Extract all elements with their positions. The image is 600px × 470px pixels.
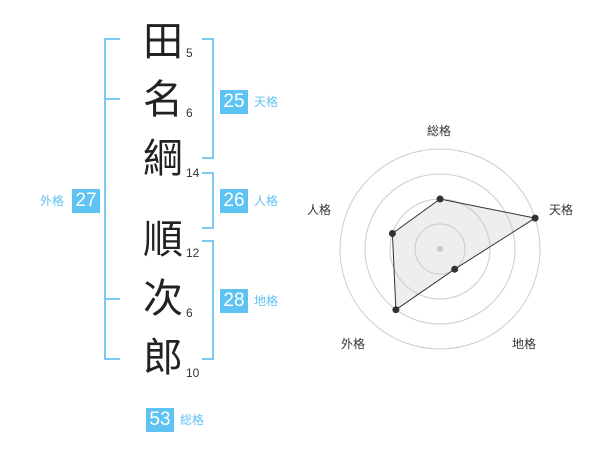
radar-label-soukaku: 総格 [427, 124, 452, 138]
stroke-count-4: 12 [186, 246, 200, 260]
radar-center-dot [437, 246, 443, 252]
radar-area [391, 198, 537, 311]
chikaku-label: 地格 [254, 294, 279, 308]
gaikaku-label: 外格 [40, 194, 65, 208]
stroke-count-5: 6 [186, 306, 193, 320]
radar-label-jinkaku: 人格 [307, 203, 332, 217]
radar-point [392, 306, 400, 314]
radar-label-tenkaku: 天格 [549, 203, 574, 217]
tenkaku-badge: 25 [220, 90, 248, 114]
radar-point [451, 265, 459, 273]
name-char-2: 名 [143, 77, 183, 123]
radar-point [531, 214, 539, 222]
stroke-count-3: 14 [186, 166, 200, 180]
stroke-count-1: 5 [186, 46, 193, 60]
name-char-1: 田 [143, 19, 183, 65]
radar-label-gaikaku: 外格 [341, 337, 366, 351]
radar-ring [339, 148, 541, 350]
radar-ring [364, 173, 516, 325]
soukaku-badge: 53 [146, 408, 174, 432]
radar-ring [414, 223, 466, 275]
name-char-4: 順 [143, 217, 183, 263]
jinkaku-label: 人格 [254, 194, 279, 208]
radar-point [388, 230, 396, 237]
tenkaku-label: 天格 [254, 95, 279, 109]
stroke-count-2: 6 [186, 106, 193, 120]
jinkaku-badge: 26 [220, 189, 248, 213]
soukaku-label: 総格 [180, 413, 205, 427]
stroke-count-6: 10 [186, 366, 200, 380]
name-char-6: 郎 [143, 335, 183, 381]
name-char-3: 綱 [143, 136, 183, 182]
radar-label-chikaku: 地格 [512, 337, 537, 351]
chikaku-badge: 28 [220, 289, 248, 313]
name-char-5: 次 [143, 276, 183, 322]
radar-point [436, 195, 444, 203]
gaikaku-badge: 27 [72, 189, 100, 213]
